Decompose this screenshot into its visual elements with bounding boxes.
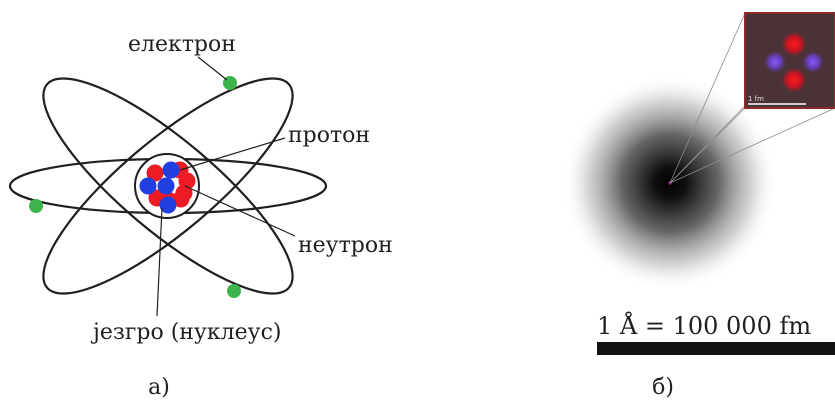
scale-bar: [597, 342, 835, 355]
neutron-dot: [176, 185, 193, 202]
panel-b-electron-cloud: 1 fm 1 Å = 100 000 fm б): [562, 13, 835, 400]
neutron-leader-line: [185, 186, 295, 236]
inset-scale-label: 1 fm: [748, 95, 764, 103]
neutron-dot: [163, 162, 180, 179]
nucleus-label: језгро (нуклеус): [90, 320, 281, 345]
inset-neutron-blob: [801, 50, 825, 74]
scale-text: 1 Å = 100 000 fm: [597, 311, 811, 340]
inset-proton-blob: [780, 66, 808, 94]
electron-leader-line: [198, 57, 227, 80]
electron-label: електрон: [128, 32, 236, 57]
electron-dot: [227, 284, 241, 298]
nucleus-leader-line: [157, 208, 162, 316]
neutron-dot: [140, 178, 157, 195]
panel-a-caption: а): [148, 375, 170, 400]
neutron-dot: [158, 178, 175, 195]
inset-neutron-blob: [763, 50, 787, 74]
panel-a-atom-model: електрон протон неутрон језгро (нуклеус)…: [10, 32, 393, 400]
neutron-label: неутрон: [298, 233, 393, 258]
nucleus-inset: 1 fm: [745, 13, 835, 108]
electron-dot: [29, 199, 43, 213]
proton-label: протон: [288, 123, 370, 148]
inset-proton-blob: [780, 30, 808, 58]
panel-b-caption: б): [652, 375, 674, 400]
